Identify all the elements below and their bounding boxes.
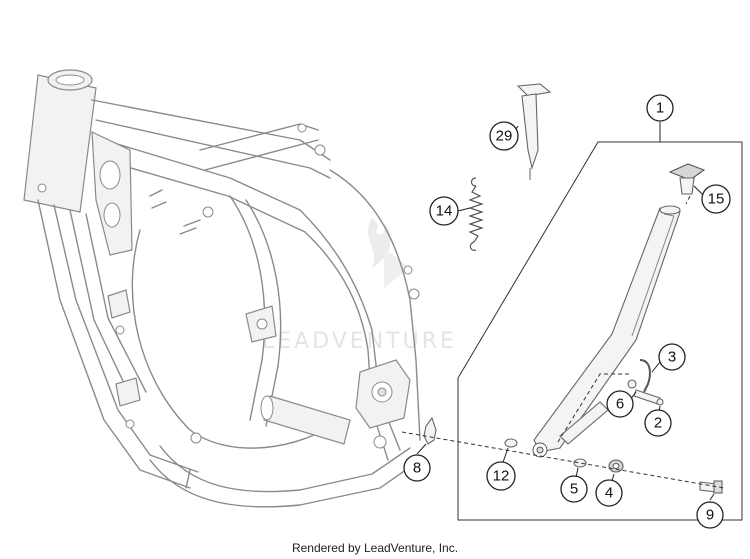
assembly-lines: [401, 195, 725, 489]
callout-15[interactable]: 15: [701, 184, 731, 214]
callout-14[interactable]: 14: [429, 196, 459, 226]
washers-drawing: [423, 416, 723, 494]
callout-3[interactable]: 3: [658, 343, 686, 371]
callout-29-label: 29: [496, 128, 513, 145]
callout-8-label: 8: [413, 460, 421, 477]
callout-4-label: 4: [605, 485, 613, 502]
leader-lines: [416, 122, 715, 501]
frame-drawing: [23, 69, 421, 508]
part-14-spring: [468, 177, 484, 251]
callout-14-label: 14: [436, 203, 453, 220]
callout-2-label: 2: [654, 415, 662, 432]
watermark: LEADVENTURE: [262, 218, 457, 354]
watermark-text: LEADVENTURE: [262, 329, 457, 354]
callout-15-label: 15: [708, 191, 725, 208]
callout-12[interactable]: 12: [486, 461, 516, 491]
callout-9[interactable]: 9: [696, 501, 724, 529]
part-15-drawing: [668, 163, 706, 195]
callout-12-label: 12: [493, 468, 510, 485]
assembly-box: [457, 141, 743, 521]
callout-5-label: 5: [570, 481, 578, 498]
callout-9-label: 9: [706, 507, 714, 524]
callout-1[interactable]: 1: [646, 94, 674, 122]
callout-6-label: 6: [616, 396, 624, 413]
callout-29[interactable]: 29: [489, 121, 519, 151]
callout-1-label: 1: [656, 100, 664, 117]
callout-8[interactable]: 8: [403, 454, 431, 482]
callout-6[interactable]: 6: [606, 390, 634, 418]
part-29-drawing: [516, 83, 552, 180]
side-stand-drawing: [532, 205, 681, 458]
part-3-6-2-drawing: [627, 359, 664, 406]
callout-4[interactable]: 4: [595, 479, 623, 507]
callout-3-label: 3: [668, 349, 676, 366]
footer-credit: Rendered by LeadVenture, Inc.: [291, 541, 459, 555]
callout-5[interactable]: 5: [560, 475, 588, 503]
callout-2[interactable]: 2: [644, 409, 672, 437]
